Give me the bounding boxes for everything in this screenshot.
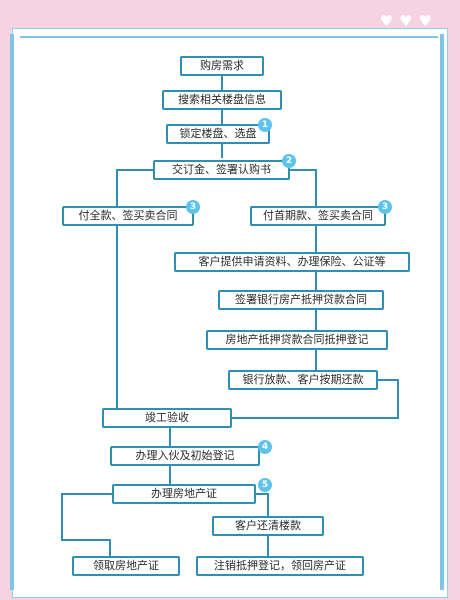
step-bank-loan-repayment: 银行放款、客户按期还款	[228, 370, 378, 390]
step-property-certificate: 办理房地产证	[112, 484, 256, 504]
heart-icon: ♥	[379, 12, 394, 30]
step-number-badge: 5	[258, 478, 272, 492]
step-repay-loan: 客户还清楼款	[212, 516, 324, 536]
step-lock-property: 锁定楼盘、选盘	[166, 124, 270, 144]
connector-line	[61, 493, 112, 556]
card-frame-left	[10, 34, 14, 590]
step-number-badge: 1	[258, 118, 272, 132]
step-number-badge: 3	[186, 200, 200, 214]
step-number-badge: 2	[282, 154, 296, 168]
heart-icon: ♥	[418, 12, 432, 30]
step-deposit-subscription: 交订金、签署认购书	[153, 160, 290, 180]
step-number-badge: 3	[378, 200, 392, 214]
card-frame-top	[20, 36, 438, 38]
heart-icon: ♥	[399, 12, 413, 30]
step-mortgage-registration: 房地产抵押贷款合同抵押登记	[206, 330, 388, 350]
connector-line	[290, 169, 317, 206]
card-frame-right	[440, 34, 444, 590]
step-loan-contract: 签署银行房产抵押贷款合同	[218, 290, 384, 310]
step-submit-documents: 客户提供申请资料、办理保险、公证等	[174, 252, 410, 272]
step-move-in-registration: 办理入伙及初始登记	[110, 446, 260, 466]
connector-line	[116, 169, 153, 206]
step-collect-certificate: 领取房地产证	[72, 556, 180, 576]
connector-line	[256, 493, 269, 516]
step-completion-acceptance: 竣工验收	[102, 408, 232, 428]
connector-line	[232, 379, 399, 419]
step-search-listings: 搜索相关楼盘信息	[162, 90, 282, 110]
step-down-payment: 付首期款、签买卖合同	[250, 206, 386, 226]
step-full-payment: 付全款、签买卖合同	[62, 206, 194, 226]
step-cancel-mortgage: 注销抵押登记，领回房产证	[196, 556, 364, 576]
step-number-badge: 4	[258, 440, 272, 454]
decorative-hearts: ♥ ♥ ♥	[380, 14, 432, 29]
step-purchase-need: 购房需求	[180, 56, 264, 76]
